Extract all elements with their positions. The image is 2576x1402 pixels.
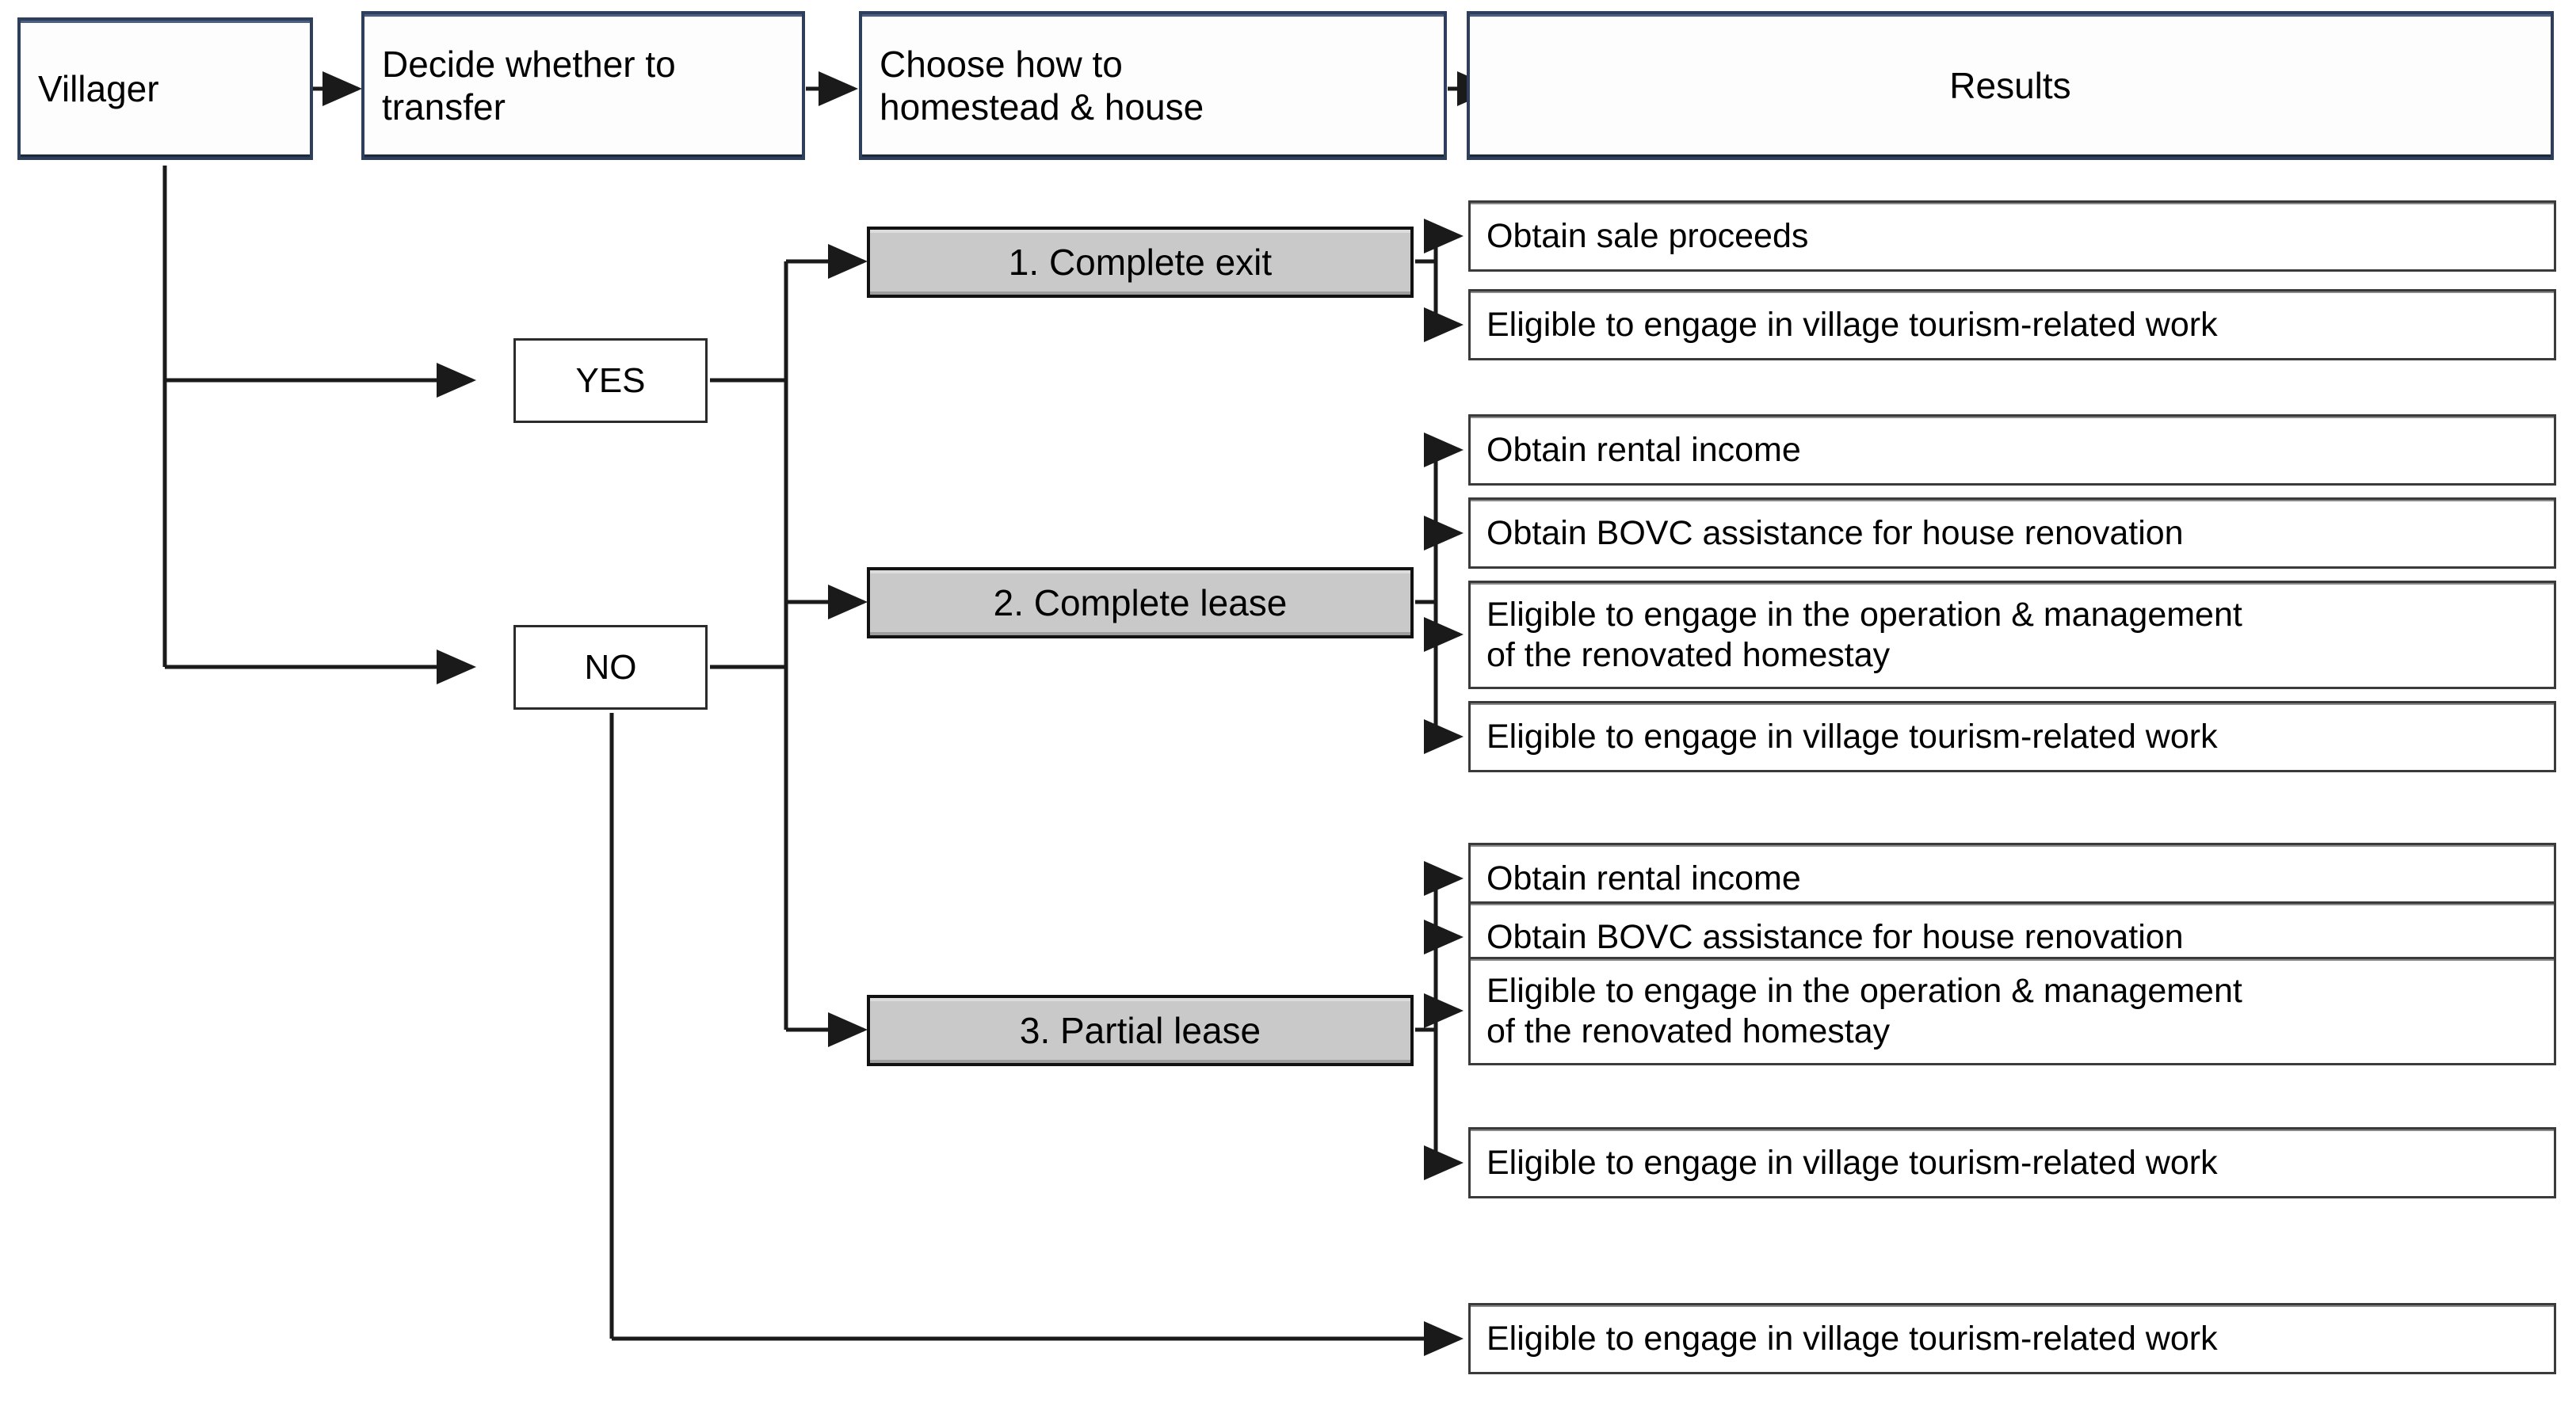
decision-no-label: NO (584, 647, 637, 687)
option-complete-exit[interactable]: 1. Complete exit (867, 227, 1414, 298)
result-label: Obtain BOVC assistance for house renovat… (1486, 513, 2184, 552)
result-label: Obtain rental income (1486, 859, 1801, 897)
result-complete-lease-1[interactable]: Obtain rental income (1468, 414, 2556, 486)
result-label: Obtain BOVC assistance for house renovat… (1486, 917, 2184, 956)
result-label: Obtain rental income (1486, 430, 1801, 469)
result-partial-lease-4[interactable]: Eligible to engage in village tourism-re… (1468, 1127, 2556, 1198)
option-partial-lease-label: 3. Partial lease (1019, 1009, 1261, 1051)
option-complete-lease-label: 2. Complete lease (993, 581, 1288, 623)
decision-no[interactable]: NO (513, 625, 708, 710)
decision-yes-label: YES (575, 360, 646, 400)
result-complete-exit-1[interactable]: Obtain sale proceeds (1468, 200, 2556, 272)
option-complete-lease[interactable]: 2. Complete lease (867, 567, 1414, 638)
result-label: Eligible to engage in the operation & ma… (1486, 971, 2242, 1050)
result-label: Obtain sale proceeds (1486, 216, 1809, 255)
result-complete-lease-2[interactable]: Obtain BOVC assistance for house renovat… (1468, 497, 2556, 569)
decision-yes[interactable]: YES (513, 338, 708, 423)
result-complete-lease-4[interactable]: Eligible to engage in village tourism-re… (1468, 701, 2556, 772)
result-label: Eligible to engage in village tourism-re… (1486, 305, 2218, 344)
result-complete-lease-3[interactable]: Eligible to engage in the operation & ma… (1468, 581, 2556, 689)
node-villager-label: Villager (38, 67, 159, 109)
result-label: Eligible to engage in village tourism-re… (1486, 717, 2218, 756)
result-complete-exit-2[interactable]: Eligible to engage in village tourism-re… (1468, 289, 2556, 360)
node-results-label: Results (1949, 64, 2071, 106)
result-partial-lease-3[interactable]: Eligible to engage in the operation & ma… (1468, 957, 2556, 1065)
result-label: Eligible to engage in the operation & ma… (1486, 595, 2242, 674)
result-label: Eligible to engage in village tourism-re… (1486, 1143, 2218, 1182)
node-villager[interactable]: Villager (17, 17, 313, 160)
node-results[interactable]: Results (1467, 11, 2554, 160)
result-no-transfer-1[interactable]: Eligible to engage in village tourism-re… (1468, 1303, 2556, 1374)
result-label: Eligible to engage in village tourism-re… (1486, 1319, 2218, 1358)
option-partial-lease[interactable]: 3. Partial lease (867, 995, 1414, 1066)
option-complete-exit-label: 1. Complete exit (1008, 241, 1273, 283)
